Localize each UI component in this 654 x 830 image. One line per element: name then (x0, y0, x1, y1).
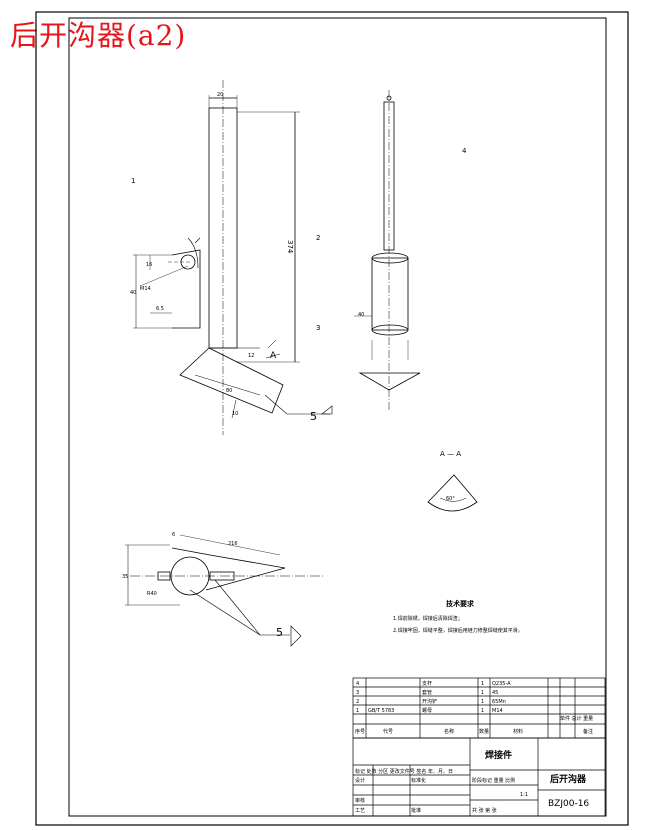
svg-text:1: 1 (481, 708, 484, 714)
drawing-number: BZJ00-16 (548, 799, 589, 809)
svg-text:2: 2 (356, 699, 359, 705)
dim-bottom: 10 (232, 411, 238, 417)
side-view (354, 90, 421, 410)
svg-text:数量: 数量 (479, 728, 489, 735)
dim-80: 80 (226, 388, 232, 394)
shovel (179, 347, 284, 414)
plan-dim-r40: R40 (147, 591, 157, 597)
label-design: 设计 (355, 777, 365, 784)
sheet-count: 共 张 第 张 (472, 807, 497, 814)
dim-width-top: 20 (217, 92, 223, 98)
dim-6-5: 6.5 (156, 306, 164, 312)
front-view (133, 80, 333, 435)
svg-text:序号: 序号 (355, 728, 365, 735)
dim-16: 16 (146, 262, 152, 268)
parts-row: 4 支杆 1 Q235-A (356, 680, 511, 687)
svg-text:1: 1 (481, 699, 484, 705)
sleeve (371, 257, 409, 331)
svg-text:代号: 代号 (383, 728, 393, 735)
svg-text:65Mn: 65Mn (492, 699, 506, 705)
svg-text:Q235-A: Q235-A (492, 681, 511, 687)
parts-row: 1 GB/T 5783 螺母 1 M14 (356, 707, 503, 714)
svg-text:M14: M14 (492, 708, 503, 714)
label-approve: 批准 (411, 807, 421, 814)
svg-text:螺母: 螺母 (422, 707, 432, 714)
parts-list (352, 677, 606, 739)
section-aa (427, 474, 478, 512)
svg-text:1: 1 (481, 690, 484, 696)
dim-12: 12 (248, 353, 254, 359)
note-2: 2.焊接牢固，焊缝平整，焊接后用锉刀修整焊缝使其平滑。 (393, 627, 523, 634)
svg-text:4: 4 (356, 681, 359, 687)
dim-height-main: 374 (286, 240, 294, 254)
outer-frame (35, 11, 629, 826)
svg-text:单件 总计 重量: 单件 总计 重量 (560, 715, 593, 722)
svg-text:材料: 材料 (513, 728, 523, 735)
svg-text:开沟铲: 开沟铲 (422, 698, 437, 705)
page-title: 后开沟器(a2) (10, 19, 187, 52)
svg-text:套管: 套管 (422, 689, 432, 696)
weld-symbol-upper: 5 (310, 410, 317, 423)
notes-title: 技术要求 (446, 599, 475, 608)
parts-header: 序号 代号 名称 数量 材料 单件 总计 重量 备注 (355, 715, 593, 735)
plan-dim-216: 216 (228, 541, 238, 547)
svg-text:备注: 备注 (583, 728, 593, 735)
svg-text:1: 1 (356, 708, 359, 714)
inner-frame (68, 17, 607, 817)
balloon-2: 2 (316, 234, 320, 242)
dim-40: 40 (130, 290, 136, 296)
label-stage: 阶段标记 重量 比例 (472, 777, 515, 784)
svg-text:3: 3 (356, 690, 359, 696)
svg-text:GB/T 5783: GB/T 5783 (368, 708, 394, 714)
section-label: A — A (440, 450, 461, 458)
svg-text:1: 1 (481, 681, 484, 687)
plan-rod-circle (170, 556, 210, 596)
section-profile (427, 474, 478, 512)
product-name: 后开沟器 (550, 773, 587, 785)
label-check: 审核 (355, 797, 365, 804)
svg-text:45: 45 (492, 690, 498, 696)
dim-m14: M14 (140, 286, 151, 292)
plan-dim-35: 35 (122, 574, 128, 580)
dim-angle-a: A (270, 351, 277, 361)
dim-rod: 40 (358, 312, 364, 318)
svg-text:支杆: 支杆 (422, 680, 432, 687)
plan-shovel (171, 547, 286, 591)
revision-marks: 标记 处数 分区 更改文件号 签名 年、月、日 (355, 768, 453, 775)
side-shovel (358, 372, 421, 391)
label-craft: 工艺 (355, 808, 365, 814)
label-standard: 标准化 (411, 777, 426, 784)
balloon-1: 1 (131, 177, 135, 185)
plan-view (125, 534, 325, 647)
weld-symbol-lower: 5 (276, 626, 283, 639)
part-name: 焊接件 (485, 749, 512, 761)
parts-row: 3 套管 1 45 (356, 689, 498, 696)
parts-row: 2 开沟铲 1 65Mn (356, 698, 506, 705)
balloon-3: 3 (316, 324, 320, 332)
balloon-4: 4 (462, 147, 467, 155)
title-block (352, 737, 606, 817)
svg-text:名称: 名称 (444, 728, 454, 735)
note-1: 1.焊前除锈，焊接后清除焊渣； (393, 615, 463, 622)
plan-dim-6: 6 (172, 532, 175, 538)
scale-value: 1:1 (520, 792, 528, 798)
bracket (171, 249, 201, 329)
section-angle: 60° (446, 496, 455, 502)
